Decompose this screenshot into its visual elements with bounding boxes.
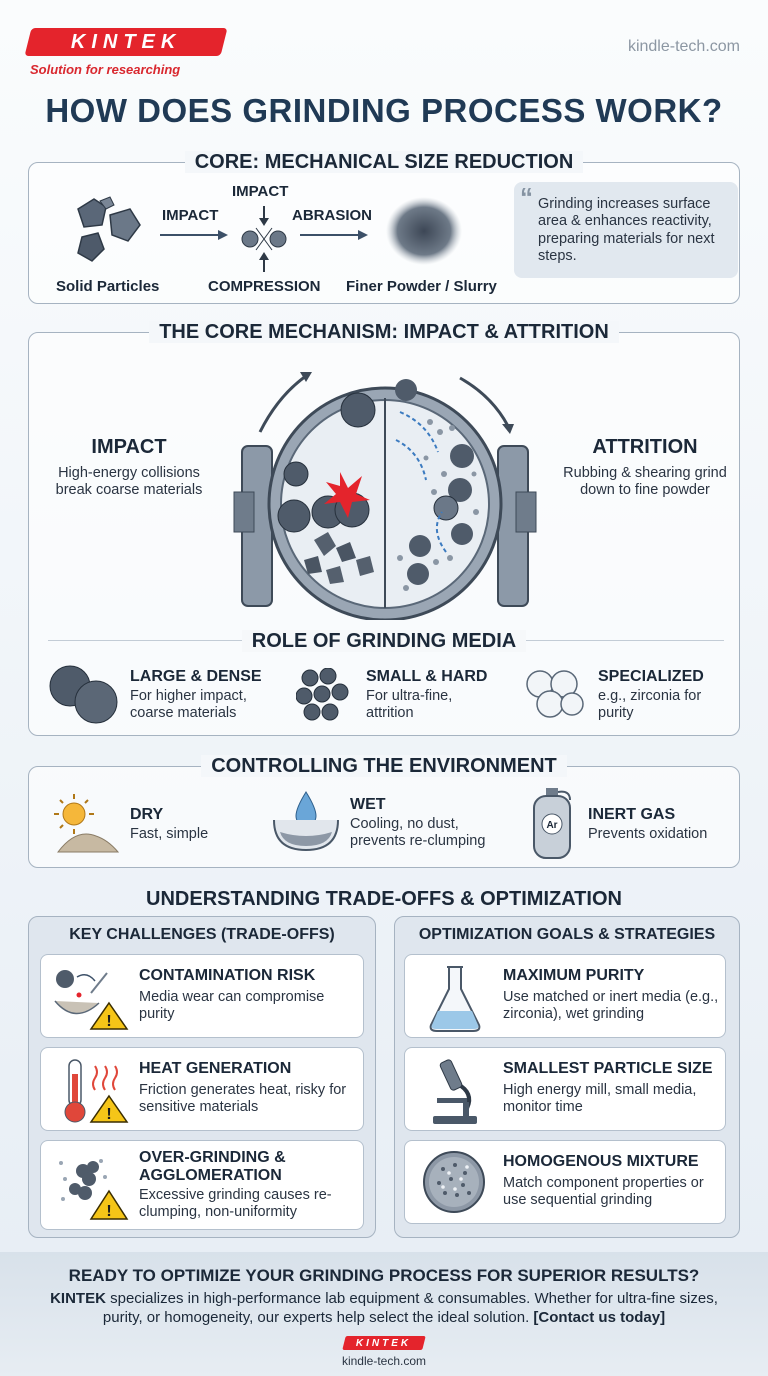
media-title-0: LARGE & DENSE: [130, 668, 262, 685]
challenge-card-heat: ! HEAT GENERATION Friction generates hea…: [40, 1047, 364, 1131]
compression-diagram-icon: [241, 206, 287, 272]
challenge-desc-2: Excessive grinding causes re-clumping, n…: [139, 1187, 332, 1221]
microscope-icon: [433, 1059, 477, 1124]
quote-open-icon: “: [520, 182, 533, 212]
challenge-desc-1: Friction generates heat, risky for sensi…: [139, 1082, 347, 1116]
large-dense-balls-icon: [49, 665, 118, 724]
media-title: ROLE OF GRINDING MEDIA: [0, 630, 768, 653]
impact-block: IMPACT High-energy collisions break coar…: [44, 436, 214, 500]
tagline: Solution for researching: [30, 62, 181, 77]
impact-desc: High-energy collisions break coarse mate…: [55, 465, 203, 499]
attrition-desc: Rubbing & shearing grind down to fine po…: [563, 465, 727, 499]
env-desc-0: Fast, simple: [130, 826, 209, 842]
svg-text:!: !: [106, 1106, 111, 1123]
challenge-desc-0: Media wear can compromise purity: [139, 989, 325, 1023]
goal-card-homogenous: HOMOGENOUS MIXTURE Match component prope…: [404, 1140, 726, 1224]
env-title-1: WET: [350, 796, 386, 813]
goals-title: OPTIMIZATION GOALS & STRATEGIES: [418, 926, 716, 943]
abrasion-label: ABRASION: [292, 207, 373, 224]
footer-logo[interactable]: KINTEK: [342, 1336, 426, 1350]
challenge-card-contamination: ! CONTAMINATION RISK Media wear can comp…: [40, 954, 364, 1038]
impact-top-label: IMPACT: [232, 183, 289, 200]
mechanism-title: THE CORE MECHANISM: IMPACT & ATTRITION: [29, 321, 739, 344]
media-title-1: SMALL & HARD: [366, 668, 488, 685]
goal-title-1: SMALLEST PARTICLE SIZE: [503, 1060, 713, 1077]
goal-card-purity: MAXIMUM PURITY Use matched or inert medi…: [404, 954, 726, 1038]
attrition-title: ATTRITION: [592, 436, 698, 458]
solid-particles-label: Solid Particles: [56, 278, 160, 295]
homogenous-mixture-icon: [423, 1151, 485, 1213]
agglomeration-icon: !: [59, 1159, 129, 1220]
footer-body: KINTEK specializes in high-performance l…: [44, 1290, 724, 1328]
logo-text: KINTEK: [70, 30, 182, 53]
environment-panel: CONTROLLING THE ENVIRONMENT: [28, 755, 740, 868]
svg-text:!: !: [106, 1203, 111, 1220]
gas-cylinder-icon: Ar: [533, 788, 571, 859]
challenge-title-1: HEAT GENERATION: [139, 1060, 292, 1077]
attrition-block: ATTRITION Rubbing & shearing grind down …: [560, 436, 730, 500]
goal-desc-2: Match component properties or use sequen…: [503, 1175, 704, 1209]
kintek-logo[interactable]: KINTEK: [24, 28, 228, 56]
env-desc-1: Cooling, no dust, prevents re-clumping: [350, 816, 486, 850]
right-arrow-icon: [300, 230, 368, 240]
env-desc-2: Prevents oxidation: [588, 826, 708, 842]
thermometer-icon: !: [64, 1059, 129, 1123]
core-title: CORE: MECHANICAL SIZE REDUCTION: [29, 151, 739, 174]
footer-brand: KINTEK: [50, 1290, 106, 1307]
footer-cta: READY TO OPTIMIZE YOUR GRINDING PROCESS …: [68, 1266, 700, 1285]
impact-arrow-label: IMPACT: [162, 207, 219, 224]
flask-icon: [429, 966, 481, 1032]
compression-label: COMPRESSION: [208, 278, 321, 295]
footer-body-text: specializes in high-performance lab equi…: [102, 1290, 718, 1326]
env-title-2: INERT GAS: [588, 806, 676, 823]
environment-title: CONTROLLING THE ENVIRONMENT: [29, 755, 739, 778]
goal-title-0: MAXIMUM PURITY: [503, 967, 645, 984]
ball-mill-icon: [233, 372, 537, 620]
site-link[interactable]: kindle-tech.com: [627, 38, 740, 55]
svg-text:!: !: [106, 1013, 111, 1030]
tradeoffs-title: UNDERSTANDING TRADE-OFFS & OPTIMIZATION: [146, 888, 622, 910]
challenge-title-0: CONTAMINATION RISK: [139, 967, 316, 984]
sun-dry-icon: [54, 794, 120, 853]
quote-text: Grinding increases surface area & enhanc…: [538, 196, 715, 265]
env-title-0: DRY: [130, 806, 164, 823]
goal-desc-1: High energy mill, small media, monitor t…: [503, 1082, 697, 1116]
media-desc-2: e.g., zirconia for purity: [598, 688, 702, 722]
solid-particles-icon: [77, 196, 141, 262]
small-hard-balls-icon: [296, 668, 349, 721]
right-arrow-icon: [160, 230, 228, 240]
goal-desc-0: Use matched or inert media (e.g., zircon…: [503, 989, 719, 1023]
zirconia-balls-icon: [526, 670, 584, 718]
water-drop-wet-icon: [273, 791, 339, 852]
challenge-title-2: OVER-GRINDING & AGGLOMERATION: [139, 1149, 286, 1185]
footer-banner: [0, 1252, 768, 1376]
page-title: HOW DOES GRINDING PROCESS WORK?: [45, 92, 723, 129]
contact-link[interactable]: [Contact us today]: [533, 1308, 666, 1326]
media-desc-0: For higher impact, coarse materials: [130, 688, 247, 722]
powder-label: Finer Powder / Slurry: [346, 278, 497, 295]
fine-powder-icon: [386, 197, 462, 265]
impact-title: IMPACT: [91, 436, 167, 458]
footer-site[interactable]: kindle-tech.com: [341, 1354, 427, 1368]
quote-box: “ Grinding increases surface area & enha…: [514, 182, 738, 278]
gas-symbol: Ar: [546, 820, 557, 831]
contamination-icon: !: [54, 970, 129, 1030]
media-desc-1: For ultra-fine, attrition: [366, 688, 453, 722]
media-title-2: SPECIALIZED: [598, 668, 704, 685]
goal-card-particle-size: SMALLEST PARTICLE SIZE High energy mill,…: [404, 1047, 726, 1131]
footer-logo-text: KINTEK: [356, 1337, 412, 1349]
goal-title-2: HOMOGENOUS MIXTURE: [503, 1153, 699, 1170]
challenges-title: KEY CHALLENGES (TRADE-OFFS): [69, 926, 335, 943]
challenge-card-overgrinding: ! OVER-GRINDING & AGGLOMERATION Excessiv…: [40, 1140, 364, 1230]
